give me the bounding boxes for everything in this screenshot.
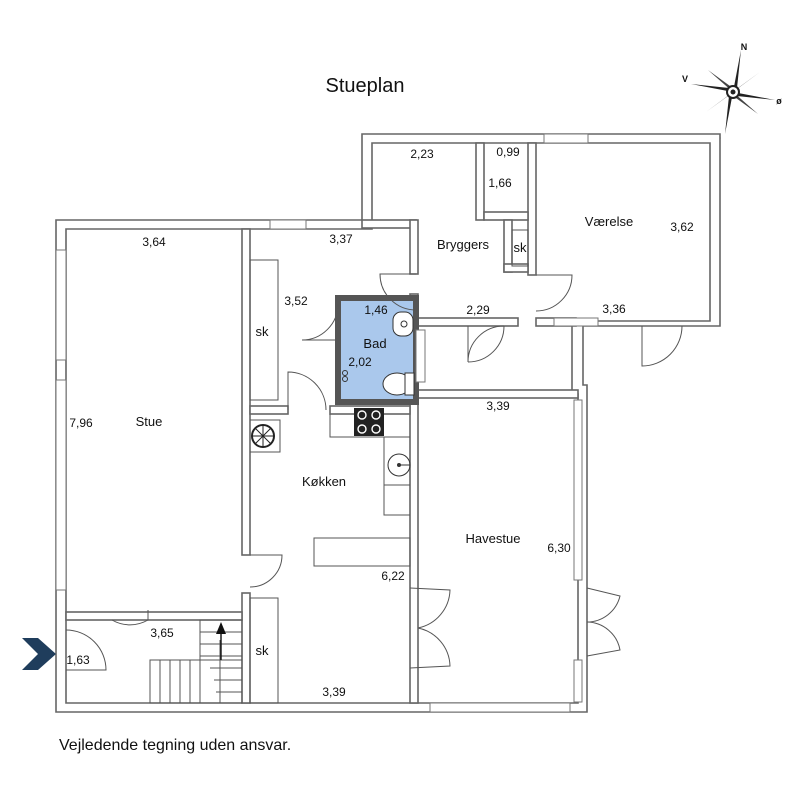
compass-v: V [682, 74, 688, 84]
dim-entry-width: 3,65 [150, 626, 174, 640]
room-label-koekken: Køkken [302, 474, 346, 489]
closet-label-sk: sk [256, 643, 270, 658]
washbasin-icon [392, 311, 414, 337]
dim-havestue-height: 6,30 [547, 541, 571, 555]
kitchen-sink-icon [387, 453, 411, 477]
dim-closet-height: 1,66 [488, 176, 512, 190]
closet-label-sk: sk [514, 240, 528, 255]
disclaimer-text: Vejledende tegning uden ansvar. [59, 737, 291, 754]
dim-bad-height: 2,02 [348, 355, 372, 369]
dim-stue-width: 3,64 [142, 235, 166, 249]
cabinets [249, 229, 529, 704]
dim-havestue-width: 3,39 [486, 399, 510, 413]
dim-bryggers-bottom: 2,29 [466, 303, 490, 317]
kitchen-counter [250, 414, 411, 567]
room-label-havestue: Havestue [466, 531, 521, 546]
bath-tap-icon [342, 370, 348, 382]
staircase [149, 619, 243, 704]
toilet-icon [382, 372, 415, 396]
plan-title: Stueplan [326, 75, 405, 97]
entry-arrow-icon [22, 638, 56, 670]
room-label-bryggers: Bryggers [437, 237, 490, 252]
dim-vaerelse-height: 3,62 [670, 220, 694, 234]
room-label-stue: Stue [136, 414, 163, 429]
dim-stue-height: 7,96 [69, 416, 93, 430]
windows [55, 133, 599, 713]
dim-entry-height: 1,63 [66, 653, 90, 667]
dim-koekken-width: 3,39 [322, 685, 346, 699]
doors [65, 273, 683, 671]
dim-bad-width: 1,46 [364, 303, 388, 317]
fireplace-icon [251, 424, 275, 448]
compass-o: ø [776, 96, 782, 106]
stair-arrow-icon [216, 622, 226, 660]
dim-hall-width: 3,37 [329, 232, 353, 246]
compass-n: N [741, 42, 748, 52]
room-label-bad: Bad [363, 336, 386, 351]
dim-bryggers-width: 2,23 [410, 147, 434, 161]
stove-icon [354, 408, 384, 436]
dim-vaerelse-width: 3,36 [602, 302, 626, 316]
room-label-vaerelse: Værelse [585, 214, 633, 229]
dim-hall-height: 3,52 [284, 294, 308, 308]
compass-icon: N S V ø [682, 42, 782, 142]
dim-koekken-height: 6,22 [381, 569, 405, 583]
dim-closet-width: 0,99 [496, 145, 520, 159]
closet-label-sk: sk [256, 324, 270, 339]
